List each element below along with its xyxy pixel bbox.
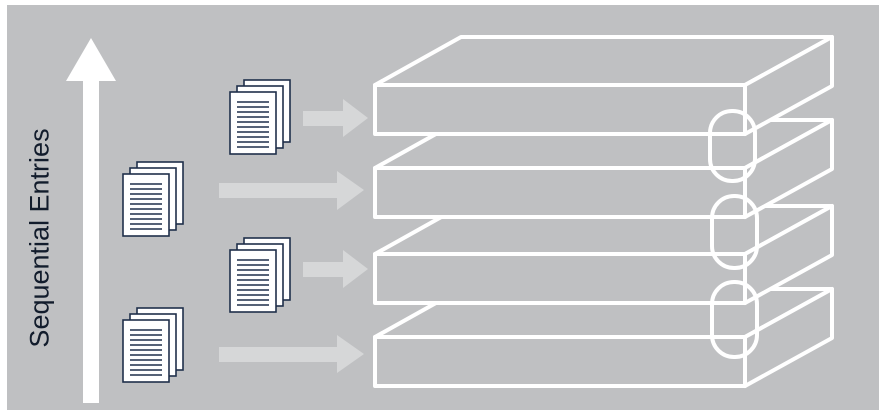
chain-link-icon bbox=[710, 280, 759, 359]
document-stack-icon bbox=[122, 161, 184, 237]
document-stack-icon bbox=[122, 307, 184, 383]
flow-arrow bbox=[219, 335, 364, 373]
document-stack-icon bbox=[229, 79, 291, 155]
chain-link-icon bbox=[710, 194, 759, 270]
document-stack-icon bbox=[229, 237, 291, 313]
block bbox=[373, 204, 834, 305]
axis-label: Sequential Entries bbox=[24, 128, 55, 348]
flow-arrow bbox=[219, 171, 364, 210]
flow-arrow bbox=[303, 99, 368, 137]
chain-link-icon bbox=[708, 109, 757, 183]
block bbox=[373, 35, 834, 136]
flow-arrow bbox=[303, 250, 368, 288]
sequence-up-arrow bbox=[66, 38, 116, 403]
